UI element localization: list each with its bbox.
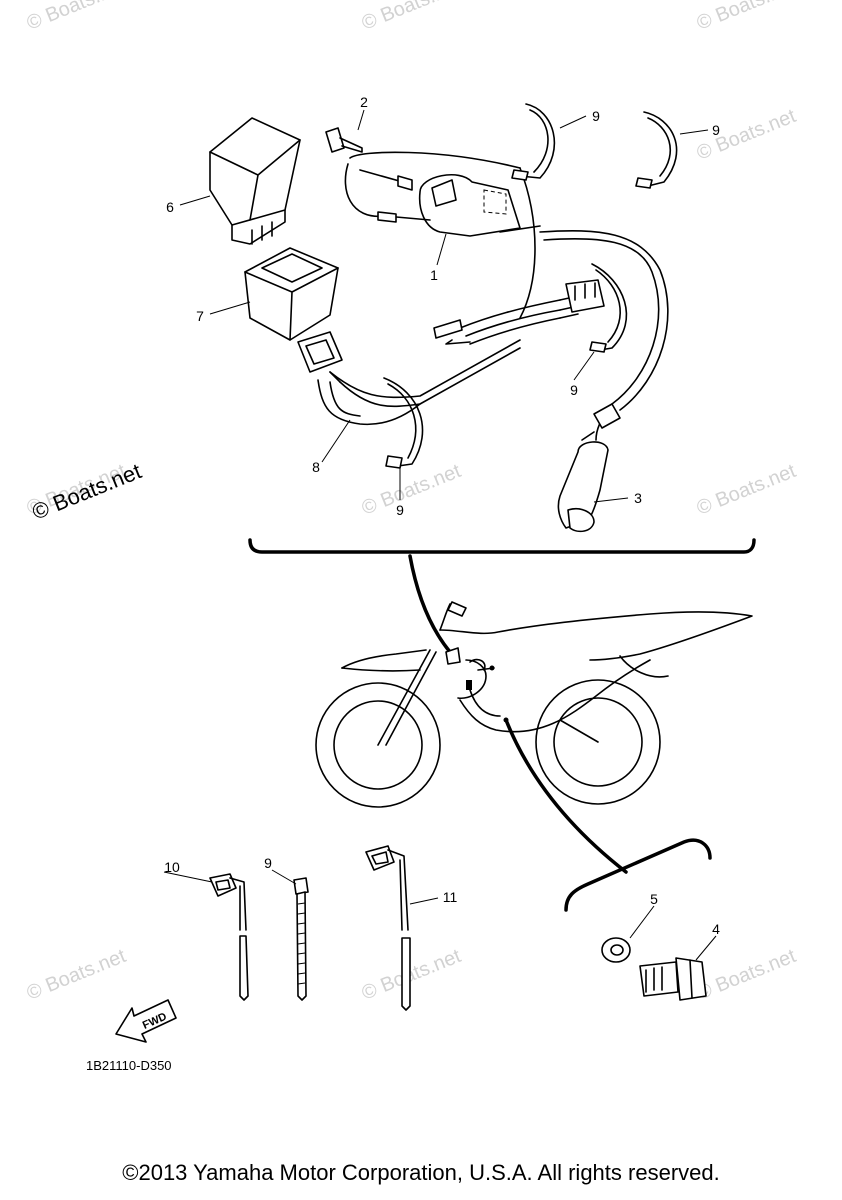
callout-9: 9 [396, 502, 404, 518]
band-part-9[interactable] [589, 263, 628, 353]
watermark: © Boats.net [359, 460, 465, 520]
watermark: © Boats.net [24, 945, 130, 1005]
callout-3: 3 [634, 490, 642, 506]
washer-part-5[interactable] [601, 937, 631, 963]
cable-tie-part-9[interactable] [293, 877, 309, 1001]
group-bracket [248, 538, 756, 554]
leader-line [695, 935, 717, 961]
band-part-9[interactable] [511, 103, 556, 181]
forward-arrow-icon: FWD [115, 999, 177, 1043]
wire-harness-part-8[interactable] [317, 151, 669, 426]
callout-11: 11 [443, 889, 458, 905]
band-part-9[interactable] [383, 377, 424, 469]
callout-10: 10 [164, 859, 180, 875]
callout-8: 8 [312, 459, 320, 475]
callout-1: 1 [430, 267, 438, 283]
pointer-line [504, 718, 628, 874]
callout-7: 7 [196, 308, 204, 324]
callout-9: 9 [264, 855, 272, 871]
leader-line [629, 905, 655, 939]
coupler [297, 331, 343, 373]
watermark: © Boats.net [694, 945, 800, 1005]
watermark: © Boats.net [359, 945, 465, 1005]
leader-line [409, 897, 439, 905]
callout-9: 9 [570, 382, 578, 398]
watermark: © Boats.net [694, 460, 800, 520]
detail-bracket [564, 838, 712, 912]
ignition-coil-part-1[interactable] [418, 174, 541, 237]
leader-line [271, 869, 297, 885]
callout-2: 2 [360, 94, 368, 110]
marker [466, 680, 472, 690]
leader-line [163, 871, 213, 883]
callout-5: 5 [650, 891, 658, 907]
callout-6: 6 [166, 199, 174, 215]
spark-plug-cap-part-3[interactable] [557, 403, 621, 533]
callout-9: 9 [712, 122, 720, 138]
leader-lines [179, 109, 709, 503]
callout-9: 9 [592, 108, 600, 124]
watermark: © Boats.net [694, 0, 800, 35]
motorcycle-outline [315, 601, 753, 808]
watermark: © Boats.net [359, 0, 465, 35]
band-part-9[interactable] [635, 111, 678, 189]
watermarks: © Boats.net © Boats.net © Boats.net © Bo… [24, 0, 800, 1005]
cdi-holder-part-7[interactable] [244, 247, 339, 341]
cdi-unit-part-6[interactable] [209, 117, 301, 245]
watermark: © Boats.net [24, 0, 130, 35]
cable-tie-part-11[interactable] [365, 845, 411, 1011]
bolt-part-2[interactable] [325, 127, 363, 153]
bolt-part-4[interactable] [639, 957, 707, 1001]
copyright-notice: ©2013 Yamaha Motor Corporation, U.S.A. A… [122, 1160, 720, 1185]
pointer-line [408, 554, 452, 654]
cable-tie-part-10[interactable] [209, 873, 249, 1001]
watermark: © Boats.net [694, 105, 800, 165]
diagram-code: 1B21110-D350 [86, 1058, 172, 1073]
callout-4: 4 [712, 921, 720, 937]
